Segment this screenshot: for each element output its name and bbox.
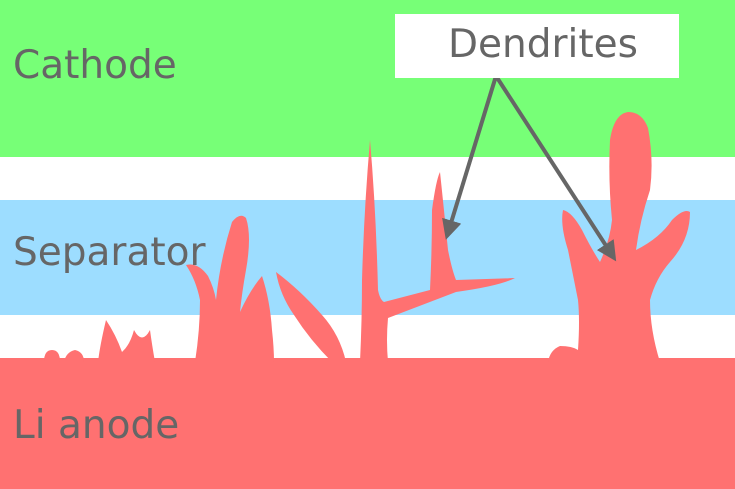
dendrite-leaf	[276, 272, 346, 362]
dendrite-tall	[548, 112, 690, 362]
arrow-right	[494, 74, 617, 262]
dendrite-bump-2	[64, 350, 84, 362]
anode-layer	[0, 358, 735, 489]
dendrite-spike-1	[98, 320, 155, 362]
callout-arrows	[442, 74, 617, 262]
anode-label: Li anode	[13, 403, 180, 448]
separator-label: Separator	[13, 230, 206, 275]
arrow-left	[442, 75, 498, 240]
dendrite-branching	[360, 140, 515, 362]
dendrites	[44, 112, 690, 362]
dendrite-bump-1	[44, 350, 60, 362]
cathode-label: Cathode	[13, 43, 177, 88]
dendrites-callout-box	[395, 14, 679, 78]
dendrite-cluster	[186, 215, 274, 362]
dendrites-callout-label: Dendrites	[448, 22, 638, 67]
